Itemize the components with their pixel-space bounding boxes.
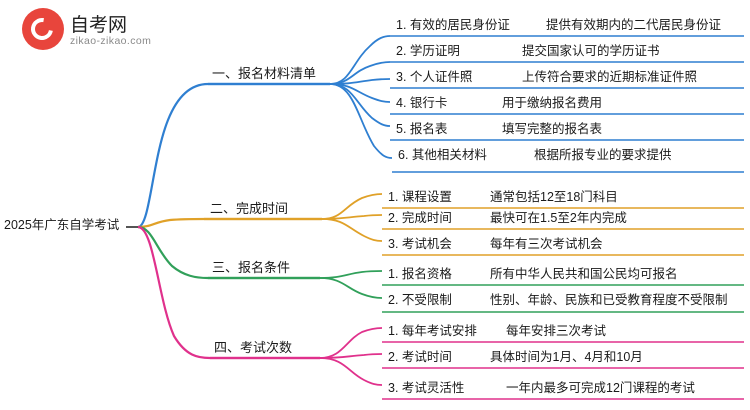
leaf-label-1-5[interactable]: 5. 报名表	[396, 122, 448, 136]
leaf-desc-4-1: 每年安排三次考试	[506, 324, 607, 338]
mindmap-root-label[interactable]: 2025年广东自学考试	[4, 218, 120, 232]
leaf-desc-1-4: 用于缴纳报名费用	[502, 96, 603, 110]
leaf-desc-1-6: 根据所报专业的要求提供	[534, 148, 672, 162]
leaf-label-2-2[interactable]: 2. 完成时间	[388, 211, 452, 225]
leaf-label-3-1[interactable]: 1. 报名资格	[388, 267, 452, 281]
leaf-label-1-3[interactable]: 3. 个人证件照	[396, 70, 473, 84]
leaf-desc-3-2: 性别、年龄、民族和已受教育程度不受限制	[490, 293, 728, 307]
leaf-desc-4-3: 一年内最多可完成12门课程的考试	[506, 381, 695, 395]
leaf-desc-1-3: 上传符合要求的近期标准证件照	[522, 70, 698, 84]
site-logo: 自考网 zikao-zikao.com	[22, 6, 212, 58]
branch-label-3[interactable]: 三、报名条件	[212, 260, 291, 275]
leaf-desc-2-1: 通常包括12至18门科目	[490, 190, 618, 204]
branch-label-1[interactable]: 一、报名材料清单	[212, 66, 317, 81]
branch-label-4[interactable]: 四、考试次数	[214, 340, 293, 355]
leaf-label-1-1[interactable]: 1. 有效的居民身份证	[396, 18, 510, 32]
leaf-label-1-6[interactable]: 6. 其他相关材料	[398, 148, 487, 162]
logo-mark-icon	[22, 8, 64, 50]
leaf-label-2-3[interactable]: 3. 考试机会	[388, 237, 452, 251]
leaf-desc-1-1: 提供有效期内的二代居民身份证	[546, 18, 722, 32]
leaf-desc-4-2: 具体时间为1月、4月和10月	[490, 350, 643, 364]
leaf-label-4-1[interactable]: 1. 每年考试安排	[388, 324, 477, 338]
logo-sub-text: zikao-zikao.com	[70, 35, 152, 47]
leaf-label-4-2[interactable]: 2. 考试时间	[388, 350, 452, 364]
leaf-label-2-1[interactable]: 1. 课程设置	[388, 190, 452, 204]
leaf-desc-1-5: 填写完整的报名表	[502, 122, 603, 136]
leaf-desc-3-1: 所有中华人民共和国公民均可报名	[490, 267, 678, 281]
leaf-label-1-4[interactable]: 4. 银行卡	[396, 96, 448, 110]
leaf-label-3-2[interactable]: 2. 不受限制	[388, 293, 452, 307]
logo-main-text: 自考网	[70, 15, 128, 36]
branch-label-2[interactable]: 二、完成时间	[210, 201, 289, 216]
leaf-label-1-2[interactable]: 2. 学历证明	[396, 44, 460, 58]
leaf-desc-1-2: 提交国家认可的学历证书	[522, 44, 660, 58]
leaf-label-4-3[interactable]: 3. 考试灵活性	[388, 381, 465, 395]
leaf-desc-2-3: 每年有三次考试机会	[490, 237, 603, 251]
leaf-desc-2-2: 最快可在1.5至2年内完成	[490, 211, 627, 225]
